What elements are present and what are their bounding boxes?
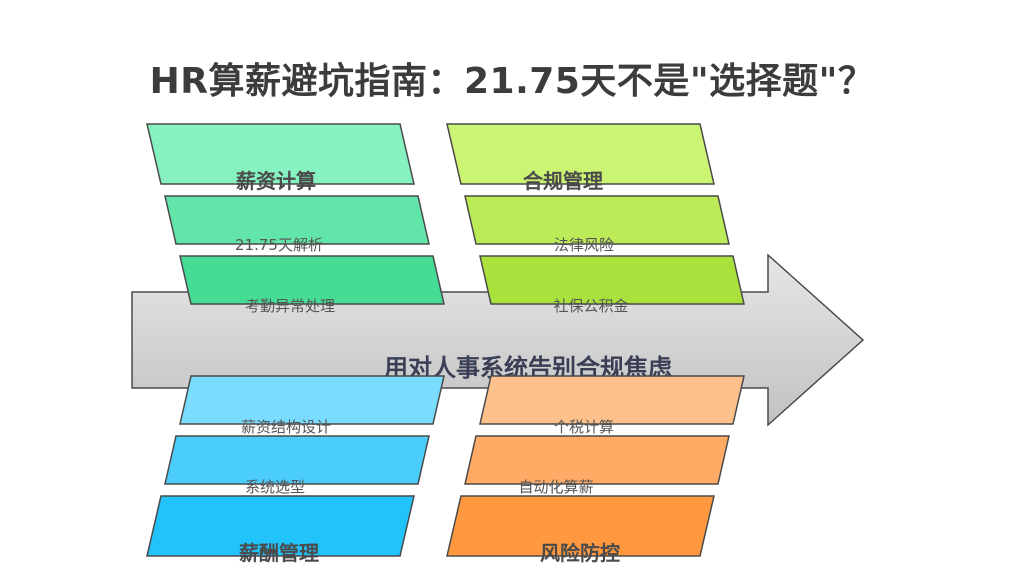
branch-bottom-right-item-label: 个税计算 bbox=[554, 418, 614, 436]
branch-bottom-right-category-label: 风险防控 bbox=[540, 541, 620, 565]
branch-bottom-right-item-shape bbox=[479, 375, 745, 425]
branch-top-right-category-shape bbox=[446, 123, 715, 185]
branch-top-left-item-label: 考勤异常处理 bbox=[245, 297, 335, 315]
branch-top-right-item-label: 法律风险 bbox=[554, 236, 614, 254]
branch-bottom-left-item-shape bbox=[164, 435, 430, 485]
branch-top-right: 合规管理 法律风险 社保公积金 bbox=[446, 123, 745, 315]
branch-bottom-left-item-label: 薪资结构设计 bbox=[241, 418, 331, 436]
branch-bottom-left: 薪资结构设计 系统选型 薪酬管理 bbox=[146, 375, 445, 565]
branch-bottom-right-item-shape bbox=[464, 435, 730, 485]
branch-top-left-category-shape bbox=[146, 123, 415, 185]
branch-top-left-item-label: 21.75天解析 bbox=[235, 236, 323, 254]
branch-bottom-left-item-label: 系统选型 bbox=[245, 478, 305, 496]
branch-bottom-right-category-shape bbox=[446, 495, 715, 557]
branch-top-left: 薪资计算 21.75天解析 考勤异常处理 bbox=[146, 123, 445, 315]
branch-top-left-category-label: 薪资计算 bbox=[236, 169, 316, 193]
page-title: HR算薪避坑指南：21.75天不是"选择题"？ bbox=[149, 61, 875, 102]
branch-bottom-left-item-shape bbox=[179, 375, 445, 425]
branch-top-right-item-label: 社保公积金 bbox=[553, 297, 628, 315]
branch-top-left-item-shape bbox=[164, 195, 430, 245]
branch-bottom-left-category-label: 薪酬管理 bbox=[239, 541, 319, 565]
branch-top-right-category-label: 合规管理 bbox=[523, 169, 603, 193]
branch-bottom-right-item-label: 自动化算薪 bbox=[518, 478, 593, 496]
branch-top-right-item-shape bbox=[479, 255, 745, 305]
branch-top-right-item-shape bbox=[464, 195, 730, 245]
branch-bottom-right: 个税计算 自动化算薪 风险防控 bbox=[446, 375, 745, 565]
branch-top-left-item-shape bbox=[179, 255, 445, 305]
branch-bottom-left-category-shape bbox=[146, 495, 415, 557]
